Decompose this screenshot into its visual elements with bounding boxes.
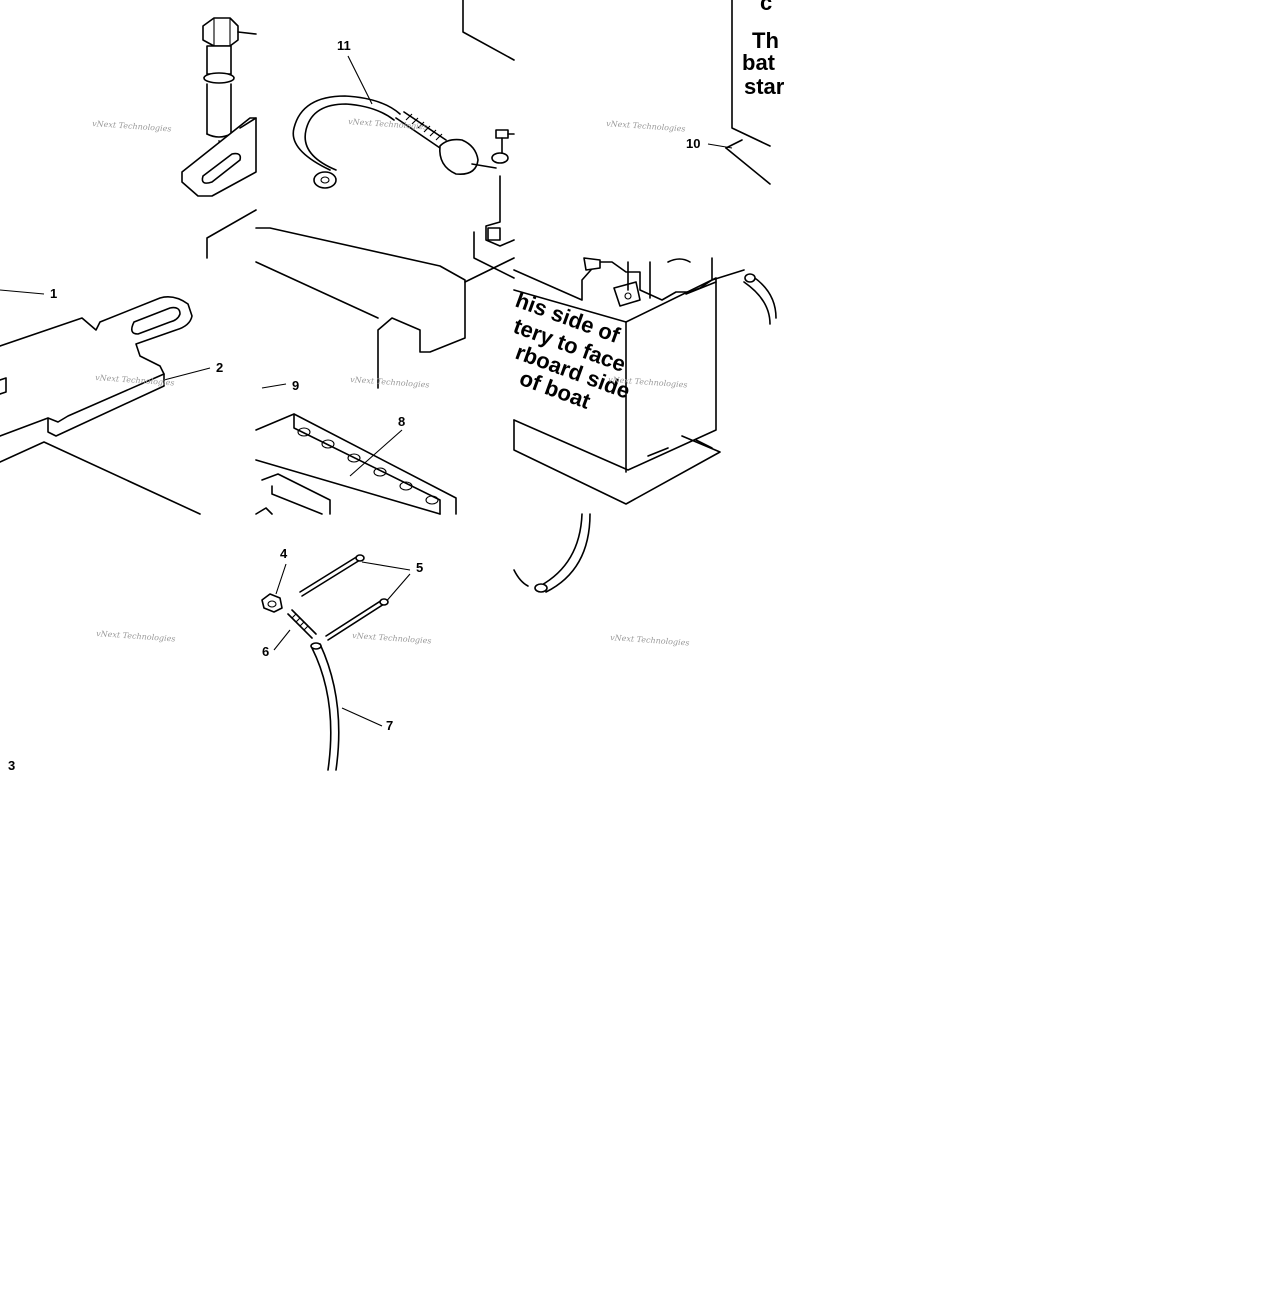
panel-bottom-left: 3	[8, 758, 15, 773]
panel-top-right: c Th bat star 10 his s	[510, 0, 785, 505]
panel-middle-left: 1 2	[0, 286, 223, 515]
hold-down-bolt	[202, 17, 257, 158]
leader-7	[341, 707, 383, 727]
battery	[513, 257, 777, 505]
sticker-text-2: bat	[742, 50, 776, 75]
sticker-text-0: c	[760, 0, 772, 15]
watermark-3: vNext Technologies	[606, 119, 686, 134]
terminal-screw	[491, 129, 515, 164]
wing-nut	[261, 593, 283, 613]
callout-4: 4	[280, 546, 288, 561]
leader-5	[361, 561, 411, 605]
short-stud	[287, 609, 317, 639]
callout-9: 9	[292, 378, 299, 393]
watermark-5: vNext Technologies	[350, 375, 430, 390]
panel-top-left	[181, 17, 257, 259]
watermark-8: vNext Technologies	[352, 631, 432, 646]
callout-1: 1	[50, 286, 57, 301]
sticker-text-3: star	[744, 74, 785, 99]
warning-sticker: c Th bat star	[725, 0, 785, 185]
sticker-text-1: Th	[752, 28, 779, 53]
box-edge	[206, 209, 257, 259]
battery-tray	[255, 413, 457, 515]
watermark-9: vNext Technologies	[610, 633, 690, 648]
panel-middle: 9 8	[255, 378, 457, 515]
leader-4	[275, 563, 287, 595]
leader-10	[707, 143, 733, 149]
battery-box-cover	[255, 175, 515, 389]
callout-10: 10	[686, 136, 700, 151]
panel-top-middle: 11	[255, 0, 515, 389]
panel-bottom-middle: 4 5 6 7	[261, 546, 423, 771]
long-screws	[299, 554, 389, 641]
mounting-plate	[0, 296, 201, 515]
leader-6	[273, 629, 291, 651]
panel-middle-right	[513, 513, 591, 593]
callout-5: 5	[416, 560, 423, 575]
cover-corner	[462, 0, 515, 61]
battery-label: his side of tery to face rboard side of …	[510, 287, 633, 414]
leader-8	[349, 429, 403, 477]
leader-11	[347, 55, 373, 105]
watermark-7: vNext Technologies	[96, 629, 176, 644]
callout-3: 3	[8, 758, 15, 773]
leader-1	[0, 289, 45, 295]
callout-6: 6	[262, 644, 269, 659]
leader-9	[261, 383, 287, 389]
vent-tube-lower	[513, 513, 591, 593]
bracket-plate	[181, 117, 257, 197]
callout-7: 7	[386, 718, 393, 733]
watermark-1: vNext Technologies	[92, 119, 172, 134]
leader-2	[163, 367, 211, 381]
callout-2: 2	[216, 360, 223, 375]
callout-8: 8	[398, 414, 405, 429]
battery-cable-11	[292, 95, 497, 189]
callout-11: 11	[337, 38, 351, 53]
strap-7	[310, 642, 340, 771]
